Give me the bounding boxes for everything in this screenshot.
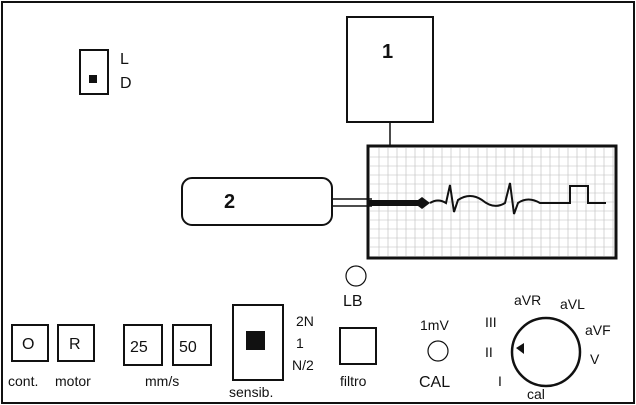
lb-indicator (345, 265, 367, 287)
cont-button-key: O (22, 336, 34, 353)
sensib-switch[interactable] (232, 304, 284, 381)
speed-25-button[interactable] (123, 324, 163, 366)
motor-label: motor (55, 373, 91, 389)
cont-label: cont. (8, 373, 38, 389)
cal-label: CAL (419, 374, 450, 391)
lead-ii-label: II (485, 344, 493, 360)
cont-button[interactable] (11, 324, 49, 362)
stylus-connector (332, 198, 372, 207)
speed-25-label: 25 (130, 339, 148, 356)
module-2-label: 2 (224, 191, 235, 213)
sensib-option-2n: 2N (296, 313, 314, 329)
speed-50-label: 50 (179, 339, 197, 356)
lb-label: LB (343, 293, 363, 310)
filtro-button[interactable] (339, 327, 377, 365)
motor-button-key: R (69, 336, 81, 353)
lead-selector-pointer (516, 343, 524, 354)
ld-switch[interactable] (79, 49, 109, 95)
lead-selector-dial[interactable] (510, 316, 582, 388)
motor-button[interactable] (57, 324, 95, 362)
cal-voltage-label: 1mV (420, 317, 449, 333)
ecg-trace (368, 182, 606, 215)
ld-switch-label-d: D (120, 75, 132, 92)
speed-unit-label: mm/s (145, 373, 179, 389)
lead-i-label: I (498, 373, 502, 389)
ld-switch-label-l: L (120, 51, 129, 68)
lead-cal-label: cal (527, 386, 545, 402)
lead-avr-label: aVR (514, 292, 541, 308)
lead-avf-label: aVF (585, 322, 611, 338)
sensib-option-n2: N/2 (292, 357, 314, 373)
lead-iii-label: III (485, 314, 497, 330)
lead-v-label: V (590, 351, 600, 367)
sensib-option-1: 1 (296, 335, 304, 351)
filtro-label: filtro (340, 373, 367, 389)
sensib-label: sensib. (229, 384, 273, 400)
cal-button[interactable] (427, 340, 449, 362)
module-2-box (181, 177, 333, 226)
lead-avl-label: aVL (560, 296, 585, 312)
module-1-label: 1 (382, 41, 393, 63)
speed-50-button[interactable] (172, 324, 212, 366)
module-1-box (346, 16, 434, 123)
